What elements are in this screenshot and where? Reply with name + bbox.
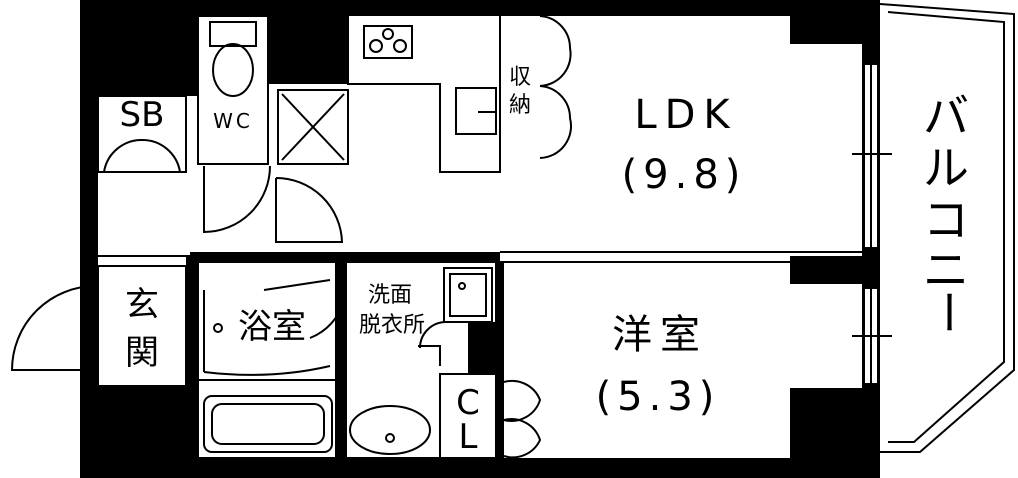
toilet-bowl-icon [212, 43, 254, 97]
toilet-tank-icon [209, 21, 257, 47]
ldk-size: (9.8) [622, 152, 747, 198]
balcony [879, 3, 1015, 453]
balcony-char-4: ニ [923, 243, 969, 297]
washroom-label-line2: 脱衣所 [359, 313, 425, 338]
closet-label-2: L [459, 417, 478, 457]
balcony-char-3: コ [923, 193, 969, 247]
storage-label-1: 収 [509, 65, 531, 90]
storage-label-2: 納 [509, 93, 531, 118]
balcony-char-2: ル [923, 141, 969, 195]
doors [10, 15, 573, 459]
entrance-label-2: 関 [125, 333, 159, 373]
western-room-size: (5.3) [596, 374, 721, 420]
wc-label: WC [213, 109, 253, 133]
balcony-char-1: バ [923, 89, 969, 143]
western-room-label: 洋室 [612, 312, 708, 358]
washing-machine-icon [449, 273, 487, 317]
fixtures [203, 21, 497, 455]
walls [80, 0, 880, 478]
washbasin-icon [349, 405, 431, 455]
partitions [97, 15, 862, 459]
balcony-char-5: ー [921, 289, 975, 335]
windows [852, 63, 892, 385]
ldk-label: LDK [634, 92, 737, 138]
balcony-label: バ ル コ ニ ー [921, 89, 975, 335]
stove-icon [363, 25, 413, 59]
closet-label-1: C [456, 383, 480, 423]
bath-label: 浴室 [238, 307, 306, 347]
entrance-label-1: 玄 [125, 285, 159, 325]
shoe-box-label: SB [120, 95, 165, 135]
washroom-label-line1: 洗面 [368, 283, 412, 308]
bathtub-icon [203, 395, 333, 453]
